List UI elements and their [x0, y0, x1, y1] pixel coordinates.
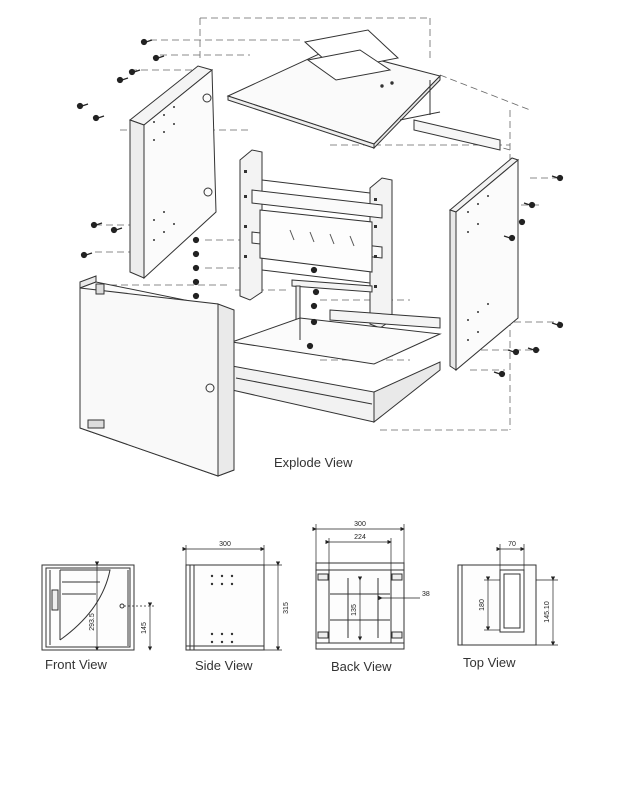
screw	[152, 54, 165, 62]
front-door	[79, 275, 235, 477]
screw	[92, 114, 105, 122]
back-inner-width-dimension: 224	[354, 534, 366, 541]
screws	[76, 38, 564, 378]
bottom-panel	[231, 317, 442, 424]
screw	[493, 370, 506, 378]
side-height-dimension: 315	[283, 602, 290, 614]
screw	[523, 201, 536, 209]
screw	[90, 221, 103, 229]
screw	[518, 218, 526, 226]
screw	[192, 264, 200, 272]
screw	[507, 348, 520, 356]
top-panel	[226, 29, 441, 150]
front-view-drawing	[41, 561, 154, 651]
side-width-dimension: 300	[219, 541, 231, 548]
screw	[312, 288, 320, 296]
back-outer-width-dimension: 300	[354, 521, 366, 528]
screw	[527, 346, 540, 354]
screw	[551, 321, 564, 329]
exploded-assembly	[76, 17, 564, 477]
top-cutout-length-dimension: 180	[479, 599, 486, 611]
front-hole-dimension: 145	[141, 622, 148, 634]
top-view-caption: Top View	[463, 655, 516, 670]
back-offset-dimension: 38	[422, 591, 430, 598]
side-view-caption: Side View	[195, 658, 253, 673]
top-cutout-width-dimension: 70	[508, 541, 516, 548]
screw	[192, 292, 200, 300]
side-view-drawing	[182, 545, 282, 651]
rack-frame	[239, 149, 393, 329]
screw	[110, 226, 123, 234]
screw	[310, 318, 318, 326]
back-view-caption: Back View	[331, 659, 392, 674]
screw	[80, 251, 93, 259]
top-depth-dimension: 145.10	[544, 601, 551, 623]
top-view-drawing	[457, 544, 558, 646]
screw	[192, 278, 200, 286]
explode-view-caption: Explode View	[274, 455, 353, 470]
right-side-panel	[413, 119, 520, 372]
front-height-dimension: 293.5	[89, 613, 96, 631]
screw	[310, 302, 318, 310]
left-side-panel	[128, 65, 217, 280]
screw	[192, 236, 200, 244]
screw	[128, 68, 141, 76]
back-view-drawing	[312, 524, 420, 650]
screw	[310, 266, 318, 274]
screw	[503, 234, 516, 242]
screw	[306, 342, 314, 350]
screw	[140, 38, 153, 46]
screw	[192, 250, 200, 258]
screw	[551, 174, 564, 182]
front-view-caption: Front View	[45, 657, 107, 672]
screw	[116, 76, 129, 84]
back-opening-dimension: 135	[351, 604, 358, 616]
screw	[76, 102, 89, 110]
